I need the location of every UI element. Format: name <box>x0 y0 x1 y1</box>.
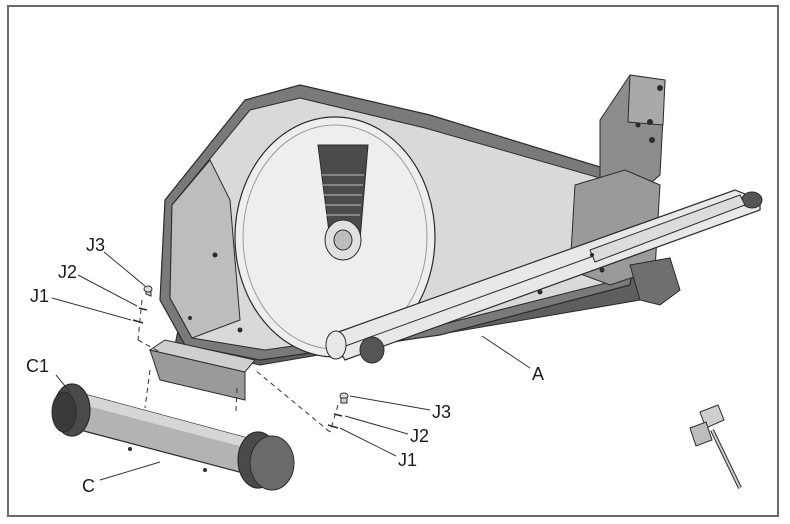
hardware-right <box>254 369 349 433</box>
allen-wrench-icon <box>689 404 742 489</box>
label-a: A <box>532 364 544 384</box>
label-j3-right: J3 <box>432 402 451 422</box>
label-c: C <box>82 476 95 496</box>
front-cowl <box>169 159 241 339</box>
end-cap-left <box>51 383 91 437</box>
leader-lines <box>51 251 531 481</box>
label-j2-left: J2 <box>58 262 77 282</box>
label-j2-right: J2 <box>410 426 429 446</box>
label-j3-left: J3 <box>86 235 105 255</box>
part-c-stabilizer <box>51 383 295 491</box>
rear-foot <box>629 257 681 306</box>
hardware-left <box>132 285 238 413</box>
label-j1-left: J1 <box>30 286 49 306</box>
end-cap-right <box>237 431 295 491</box>
part-a-rail <box>325 189 763 364</box>
label-j1-right: J1 <box>398 450 417 470</box>
front-mount-bracket <box>148 339 256 401</box>
label-c1: C1 <box>26 356 49 376</box>
